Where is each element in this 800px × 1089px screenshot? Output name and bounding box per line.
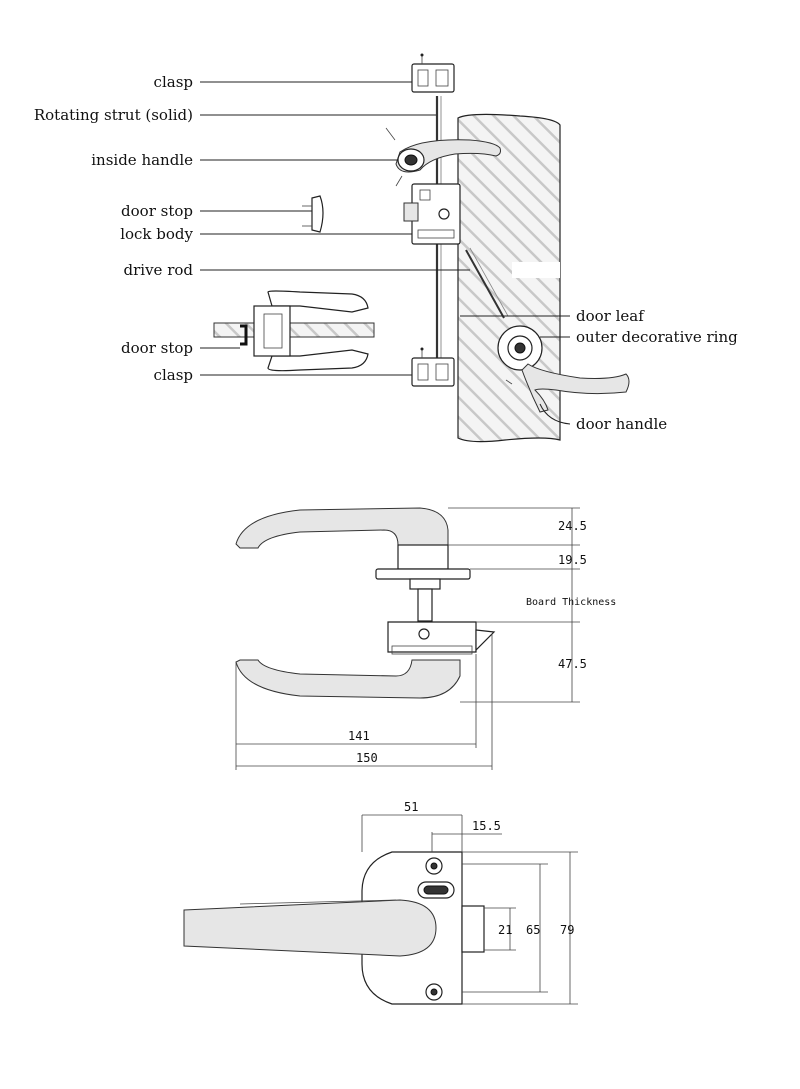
door-leaf-slab — [457, 113, 561, 443]
outer-ring-part — [497, 325, 543, 371]
clasp-top-part — [411, 53, 455, 93]
door-stop-top-part — [302, 195, 324, 233]
dim-150: 150 — [356, 751, 378, 765]
label-drive-rod: drive rod — [124, 261, 194, 279]
lock-body-part — [403, 183, 461, 245]
exploded-view: clasp Rotating strut (solid) inside hand… — [34, 53, 738, 443]
board-thickness-label: Board Thickness — [526, 597, 616, 608]
drive-rod-part — [465, 247, 509, 319]
label-door-stop-bottom: door stop — [121, 339, 193, 357]
side-view: 24.5 19.5 Board Thickness 47.5 141 150 — [235, 507, 616, 770]
label-door-handle: door handle — [576, 415, 667, 433]
dim-51: 51 — [404, 800, 418, 814]
dim-21: 21 — [498, 923, 512, 937]
front-view: 51 15.5 21 65 79 — [183, 800, 578, 1005]
dim-24-5: 24.5 — [558, 519, 587, 533]
label-door-leaf: door leaf — [576, 307, 645, 325]
dim-19-5: 19.5 — [558, 553, 587, 567]
door-stop-inset — [213, 290, 375, 372]
dim-79: 79 — [560, 923, 574, 937]
dim-47-5: 47.5 — [558, 657, 587, 671]
leader-lines-left — [200, 81, 470, 376]
door-handle-part — [505, 363, 630, 413]
label-clasp-top: clasp — [154, 73, 193, 91]
leader-lines-right — [460, 315, 571, 425]
label-lock-body: lock body — [120, 225, 193, 243]
clasp-bottom-part — [411, 347, 455, 387]
dim-15-5: 15.5 — [472, 819, 501, 833]
label-inside-handle: inside handle — [91, 151, 193, 169]
label-rotating-strut: Rotating strut (solid) — [34, 106, 193, 124]
label-door-stop-top: door stop — [121, 202, 193, 220]
label-outer-ring: outer decorative ring — [576, 328, 738, 346]
dim-65: 65 — [526, 923, 540, 937]
dim-141: 141 — [348, 729, 370, 743]
label-clasp-bottom: clasp — [154, 366, 193, 384]
